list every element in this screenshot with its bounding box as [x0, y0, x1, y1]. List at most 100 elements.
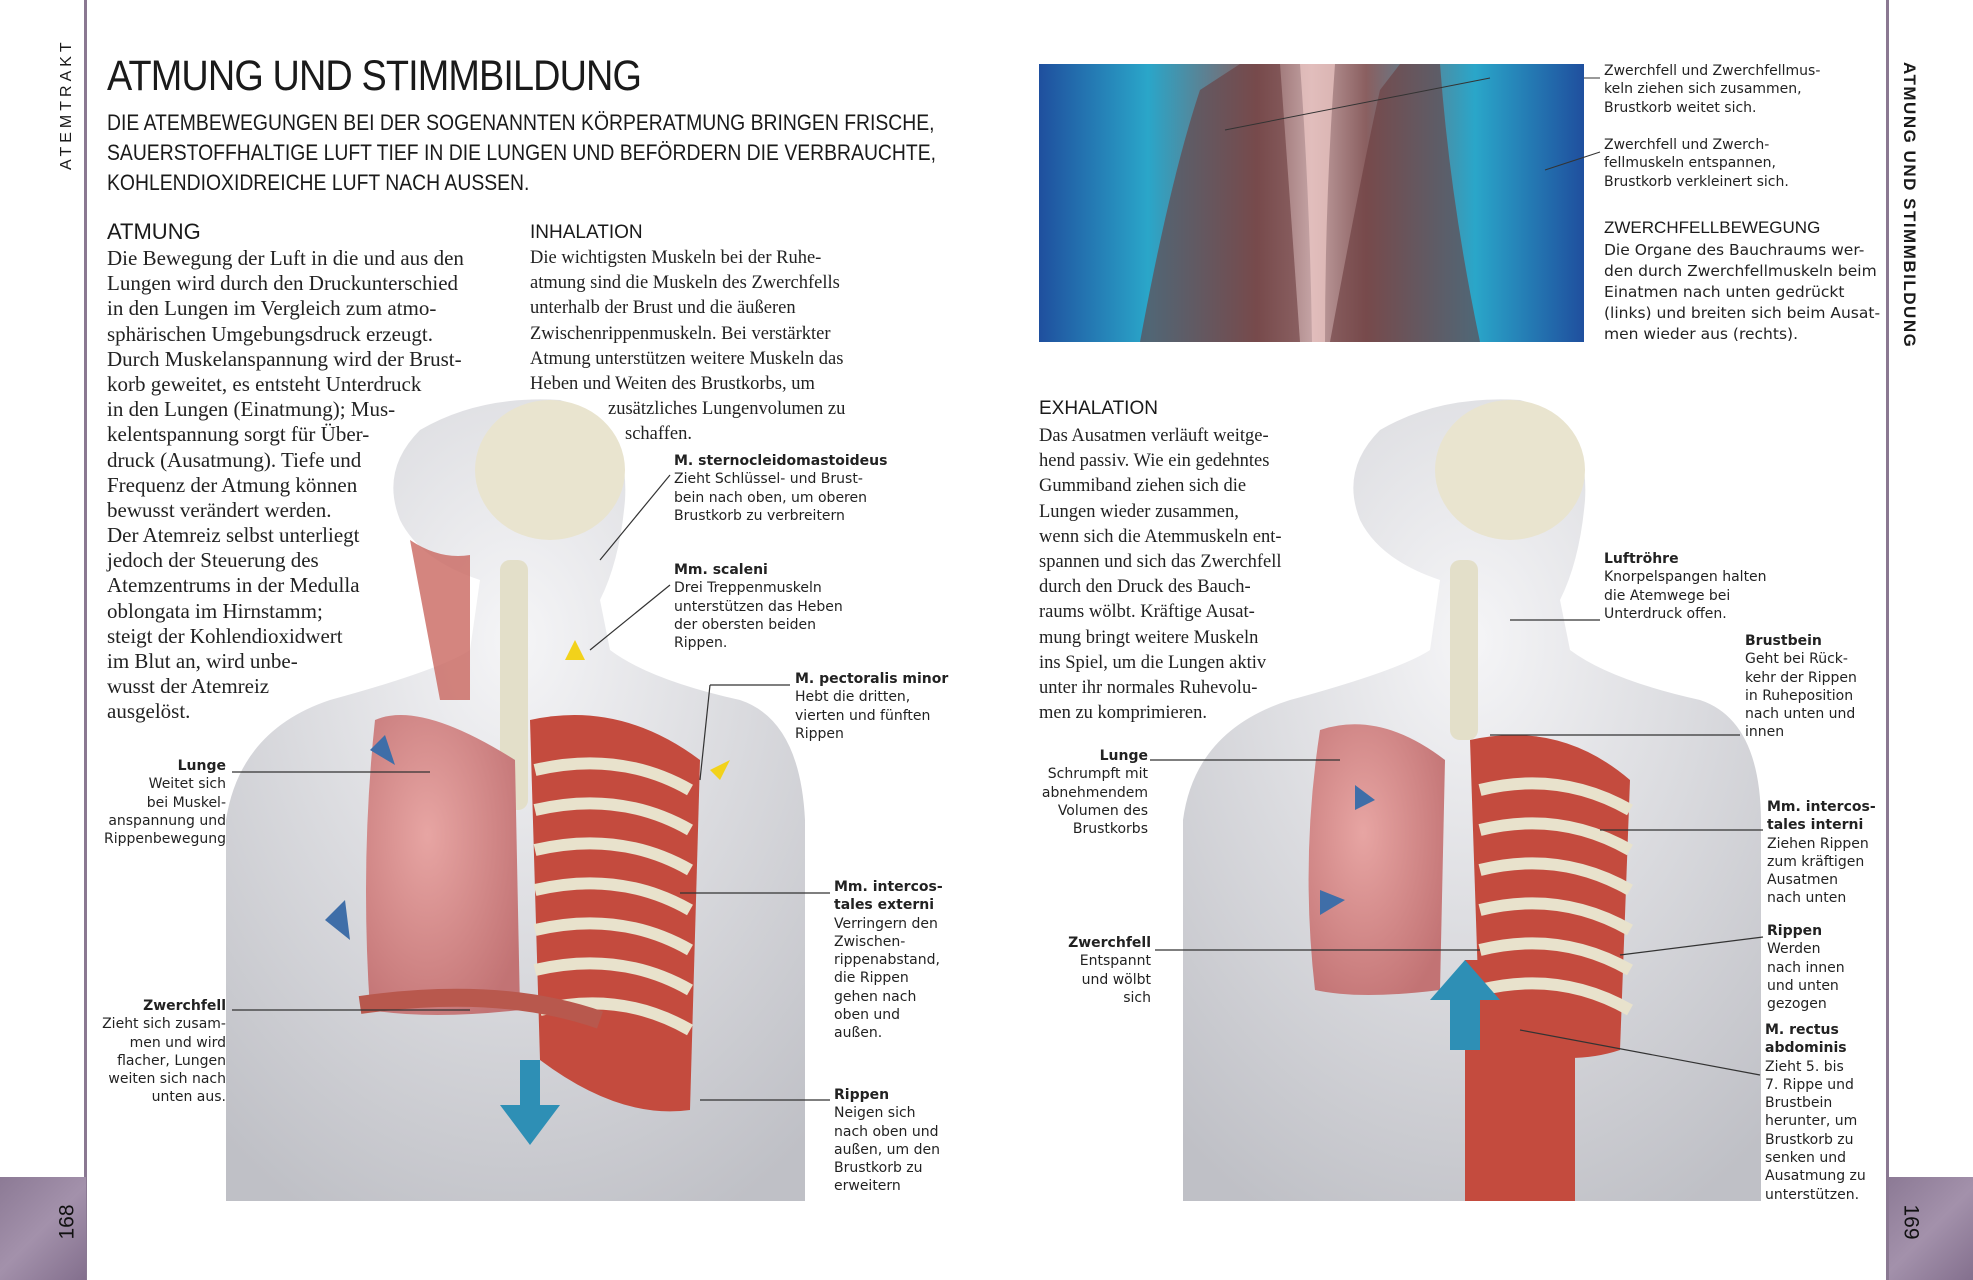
label-line: die Atemwege bei: [1604, 587, 1731, 604]
label-line: nach oben und: [834, 1123, 939, 1140]
body-line: Die Bewegung der Luft in die und aus den: [107, 246, 464, 270]
label-line: Knorpelspangen halten: [1604, 569, 1767, 586]
body-line: atmung sind die Muskeln des Zwerchfells: [530, 273, 840, 294]
body-line: wenn sich die Atemmuskeln ent-: [1039, 526, 1282, 547]
label-title: Brustbein: [1745, 633, 1822, 649]
label-line: Rippenbewegung: [104, 831, 226, 848]
label-title: M. sternocleidomastoideus: [674, 453, 888, 469]
label-line: weiten sich nach: [108, 1071, 226, 1088]
label-line: Zieht Schlüssel- und Brust-: [674, 471, 863, 488]
label-line: oben und: [834, 1007, 901, 1024]
label-title: Zwerchfell: [143, 998, 226, 1014]
label-line: Ausatmung zu: [1765, 1168, 1866, 1185]
label-line: abnehmendem: [1041, 784, 1148, 801]
label-line: 7. Rippe und: [1765, 1076, 1854, 1093]
label-title: Mm. intercos-: [834, 879, 943, 895]
body-line: in den Lungen im Vergleich zum atmo-: [107, 296, 437, 321]
body-line: men wieder aus (rechts).: [1604, 325, 1798, 343]
body-line: jedoch der Steuerung des: [107, 548, 319, 573]
right-page-tab: [1889, 1177, 1973, 1280]
label-line: Zieht 5. bis: [1765, 1058, 1844, 1075]
label-line: erweitern: [834, 1178, 901, 1195]
label-line: in Ruheposition: [1745, 687, 1854, 704]
label-line: Brustkorb zu: [834, 1160, 923, 1177]
label-line: Zieht sich zusam-: [102, 1016, 226, 1033]
body-line: Zwischenrippenmuskeln. Bei verstärkter: [530, 323, 831, 344]
exhalation-figure: [1183, 399, 1761, 1201]
label-line: Brustkorb zu verbreitern: [674, 507, 845, 524]
label-line: unterstützen.: [1765, 1186, 1860, 1203]
label-title: M. rectus: [1765, 1022, 1839, 1038]
zwerchfellbewegung-heading: ZWERCHFELLBEWEGUNG: [1604, 218, 1821, 237]
body-line: unterhalb der Brust und die äußeren: [530, 298, 796, 319]
body-line: fellmuskeln entspannen,: [1604, 155, 1776, 172]
label-line: unterstützen das Heben: [674, 598, 843, 615]
body-line: bewusst verändert werden.: [107, 497, 332, 522]
body-line: Die wichtigsten Muskeln bei der Ruhe-: [530, 248, 822, 268]
label-line: Zwischen-: [834, 933, 906, 950]
label-title: Lunge: [1099, 748, 1148, 764]
intro-text: DIE ATEMBEWEGUNGEN BEI DER SOGENANNTEN K…: [107, 108, 936, 198]
body-line: men zu komprimieren.: [1039, 703, 1207, 724]
down-arrow-icon: [500, 1060, 560, 1145]
label-line: gehen nach: [834, 988, 917, 1005]
right-margin-rule: [1886, 0, 1889, 1280]
arrow-icon: [370, 735, 395, 765]
body-line: korb geweitet, es entsteht Unterdruck: [107, 371, 422, 396]
xray-caption-exhale: Zwerchfell und Zwerch-fellmuskeln entspa…: [1604, 136, 1789, 191]
body-line: Durch Muskelanspannung wird der Brust-: [107, 346, 462, 371]
label-line: nach unten: [1767, 890, 1847, 907]
body-line: den durch Zwerchfellmuskeln beim: [1604, 262, 1877, 280]
body-line: Lungen wieder zusammen,: [1039, 501, 1239, 522]
label-line: innen: [1745, 724, 1785, 741]
intro-line: SAUERSTOFFHALTIGE LUFT TIEF IN DIE LUNGE…: [107, 140, 937, 165]
label-line: Rippen: [795, 725, 844, 742]
body-line: Atemzentrums in der Medulla: [107, 573, 360, 598]
body-line: Zwerchfell und Zwerchfellmus-: [1604, 63, 1821, 79]
label-line: kehr der Rippen: [1745, 669, 1857, 686]
arrow-icon: [325, 900, 350, 940]
body-line: Der Atemreiz selbst unterliegt: [107, 523, 360, 548]
body-line: keln ziehen sich zusammen,: [1604, 81, 1802, 98]
xray-image: [1039, 64, 1601, 342]
body-line: schaffen.: [625, 424, 692, 445]
label-line: anspannung und: [108, 812, 226, 829]
body-line: Gummiband ziehen sich die: [1039, 476, 1247, 497]
body-line: ins Spiel, um die Lungen aktiv: [1039, 652, 1267, 673]
label-title: Mm. scaleni: [674, 562, 768, 578]
label-title: abdominis: [1765, 1040, 1847, 1057]
label-line: flacher, Lungen: [117, 1052, 226, 1069]
label-line: gezogen: [1767, 996, 1827, 1013]
body-line: (links) und breiten sich beim Ausat-: [1604, 304, 1881, 322]
body-line: unter ihr normales Ruhevolu-: [1039, 677, 1258, 698]
body-line: kelentspannung sorgt für Über-: [107, 422, 370, 447]
label-line: bein nach oben, um oberen: [674, 489, 867, 506]
body-line: ausgelöst.: [107, 699, 191, 724]
label-line: unten aus.: [151, 1089, 226, 1106]
label-line: Weitet sich: [148, 776, 226, 793]
label-line: Neigen sich: [834, 1105, 916, 1122]
label-title: Rippen: [1767, 923, 1823, 939]
label-line: Unterdruck offen.: [1604, 605, 1727, 622]
arrow-icon: [565, 640, 730, 780]
body-line: Atmung unterstützen weitere Muskeln das: [530, 348, 844, 369]
body-line: im Blut an, wird unbe-: [107, 649, 298, 673]
up-arrow-icon: [1430, 960, 1500, 1050]
body-line: sphärischen Umgebungsdruck erzeugt.: [107, 321, 433, 346]
label-line: Ausatmen: [1767, 872, 1838, 889]
exhalation-body: Das Ausatmen verläuft weitge-hend passiv…: [1039, 424, 1282, 726]
label-line: außen, um den: [834, 1141, 940, 1158]
label-line: senken und: [1765, 1150, 1846, 1167]
exhalation-heading: EXHALATION: [1039, 398, 1158, 419]
body-line: durch den Druck des Bauch-: [1039, 577, 1251, 598]
label-title: Mm. intercos-: [1767, 799, 1876, 815]
label-title: Zwerchfell: [1068, 935, 1151, 951]
body-line: druck (Ausatmung). Tiefe und: [107, 447, 362, 472]
label-line: vierten und fünften: [795, 707, 931, 724]
label-line: Brustbein: [1765, 1095, 1833, 1112]
